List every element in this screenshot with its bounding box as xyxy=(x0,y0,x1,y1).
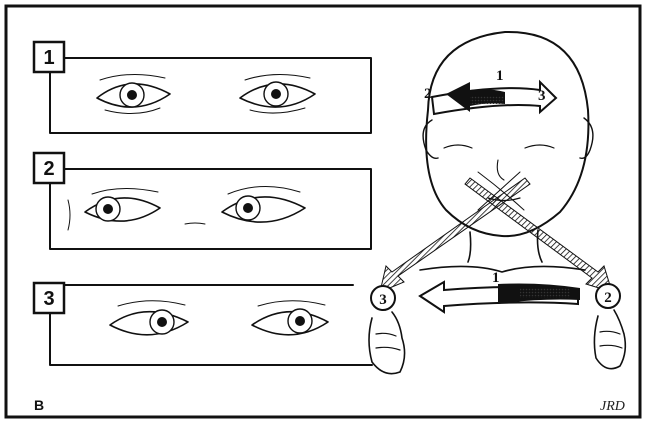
figure-letter: B xyxy=(34,397,44,413)
shoulder-arrow-label: 1 xyxy=(492,270,500,286)
head-arrow-label-left: 2 xyxy=(424,86,432,102)
panel-1-number: 1 xyxy=(43,47,54,69)
head-arrow-label-center: 1 xyxy=(496,68,504,84)
artist-signature: JRD xyxy=(600,399,625,414)
right-hand-label: 2 xyxy=(604,290,612,306)
head-arrow-label-right: 3 xyxy=(538,88,546,104)
panel-2-number: 2 xyxy=(43,158,54,180)
panel-3-number: 3 xyxy=(43,288,54,310)
left-hand-label: 3 xyxy=(379,292,387,308)
